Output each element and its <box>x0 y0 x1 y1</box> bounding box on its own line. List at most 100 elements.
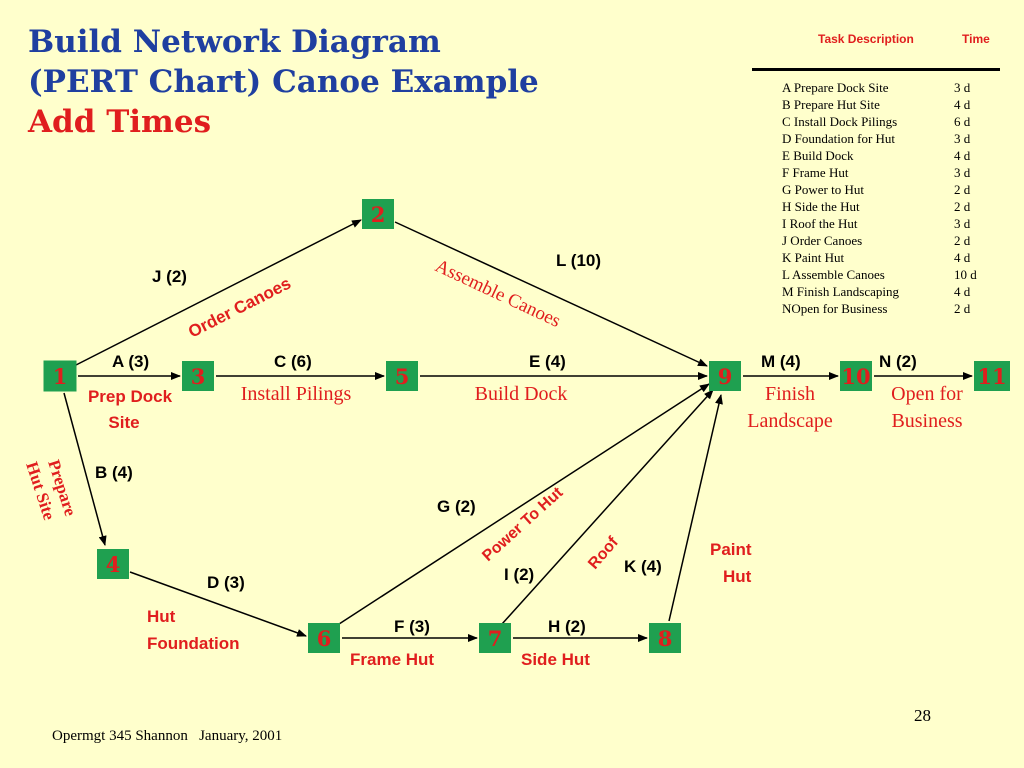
legend-row: K Paint Hut 4 d <box>782 250 992 267</box>
legend-time: 10 d <box>954 267 977 282</box>
legend-task: K Paint Hut <box>782 250 845 265</box>
activity-label-m: M (4) <box>761 352 801 371</box>
legend-time: 3 d <box>954 216 971 231</box>
desc-open-line1: Open for <box>891 383 963 405</box>
legend-row: I Roof the Hut 3 d <box>782 216 992 233</box>
desc-roof: Roof <box>585 533 622 572</box>
legend-row: A Prepare Dock Site 3 d <box>782 80 992 97</box>
node-1-label: 1 <box>53 364 68 389</box>
arrow-1-2 <box>75 219 362 366</box>
arrows <box>63 219 973 642</box>
legend-time: 3 d <box>954 165 971 180</box>
node-3: 3 <box>182 361 214 391</box>
legend-time: 4 d <box>954 97 971 112</box>
desc-assemble-canoes: Assemble Canoes <box>432 255 564 331</box>
node-4: 4 <box>97 549 129 579</box>
desc-order-canoes: Order Canoes <box>185 274 294 342</box>
activity-descriptions: Order Canoes Assemble Canoes Prep Dock S… <box>22 255 963 669</box>
arrow-8-9 <box>668 394 723 622</box>
node-9: 9 <box>709 361 741 391</box>
legend-time: 2 d <box>954 233 971 248</box>
node-5-label: 5 <box>395 364 410 389</box>
legend-task: B Prepare Hut Site <box>782 97 880 112</box>
activity-label-n: N (2) <box>879 352 917 371</box>
node-11-label: 11 <box>977 364 1006 389</box>
legend-header-task: Task Description <box>818 32 914 46</box>
node-9-label: 9 <box>718 364 733 389</box>
activity-label-i: I (2) <box>504 565 534 584</box>
title-line-2: (PERT Chart) Canoe Example <box>28 64 539 100</box>
legend-task: F Frame Hut <box>782 165 849 180</box>
activity-label-l: L (10) <box>556 251 601 270</box>
legend-time: 4 d <box>954 250 971 265</box>
legend-task: G Power to Hut <box>782 182 864 197</box>
legend-time: 2 d <box>954 301 971 316</box>
footer-text: Opermgt 345 Shannon January, 2001 <box>52 728 283 744</box>
legend-task: M Finish Landscaping <box>782 284 899 299</box>
title-line-3: Add Times <box>28 104 212 140</box>
desc-open-line2: Business <box>891 410 962 432</box>
title-line-1: Build Network Diagram <box>28 24 441 60</box>
legend-time: 4 d <box>954 148 971 163</box>
activity-label-a: A (3) <box>112 352 149 371</box>
legend-time: 4 d <box>954 284 971 299</box>
activity-label-g: G (2) <box>437 497 476 516</box>
arrow-2-9 <box>394 221 708 367</box>
legend-row: G Power to Hut 2 d <box>782 182 992 199</box>
legend-header: Task Description Time <box>752 30 1000 71</box>
nodes: 1 2 3 4 5 6 7 8 9 10 11 <box>43 199 1010 653</box>
node-1: 1 <box>43 360 77 392</box>
legend-header-time: Time <box>962 32 990 46</box>
legend-task: I Roof the Hut <box>782 216 858 231</box>
desc-side-hut: Side Hut <box>521 650 590 669</box>
node-6: 6 <box>308 623 340 653</box>
legend-task: A Prepare Dock Site <box>782 80 889 95</box>
page-number: 28 <box>914 706 931 725</box>
legend-time: 2 d <box>954 182 971 197</box>
legend-task: NOpen for Business <box>782 301 888 316</box>
activity-labels: J (2) L (10) A (3) C (6) E (4) M (4) N (… <box>95 251 917 636</box>
legend-time: 3 d <box>954 131 971 146</box>
legend-task: H Side the Hut <box>782 199 860 214</box>
activity-label-h: H (2) <box>548 617 586 636</box>
node-11: 11 <box>974 361 1010 391</box>
legend-rows: A Prepare Dock Site 3 d B Prepare Hut Sit… <box>782 80 992 318</box>
node-7-label: 7 <box>488 626 503 651</box>
arrow-1-4 <box>63 392 107 546</box>
activity-label-b: B (4) <box>95 463 133 482</box>
activity-label-f: F (3) <box>394 617 430 636</box>
node-2-label: 2 <box>371 202 386 227</box>
legend-row: NOpen for Business 2 d <box>782 301 992 318</box>
legend-time: 3 d <box>954 80 971 95</box>
legend-time: 6 d <box>954 114 971 129</box>
desc-frame-hut: Frame Hut <box>350 650 434 669</box>
legend-task: J Order Canoes <box>782 233 863 248</box>
node-3-label: 3 <box>191 364 206 389</box>
node-5: 5 <box>386 361 418 391</box>
desc-hut-foundation-line2: Foundation <box>147 634 240 653</box>
task-legend: Task Description Time A Prepare Dock Sit… <box>752 30 1000 316</box>
legend-row: M Finish Landscaping 4 d <box>782 284 992 301</box>
slide-title: Build Network Diagram (PERT Chart) Canoe… <box>28 22 628 142</box>
desc-hut-foundation-line1: Hut <box>147 607 176 626</box>
legend-row: L Assemble Canoes 10 d <box>782 267 992 284</box>
activity-label-d: D (3) <box>207 573 245 592</box>
node-2: 2 <box>362 199 394 229</box>
desc-install-pilings: Install Pilings <box>241 383 352 405</box>
node-4-label: 4 <box>106 552 121 577</box>
legend-task: E Build Dock <box>782 148 854 163</box>
arrow-4-6 <box>129 571 307 637</box>
desc-paint-line2: Hut <box>723 567 752 586</box>
legend-task: C Install Dock Pilings <box>782 114 898 129</box>
desc-prep-dock-line2: Site <box>108 413 139 432</box>
arrow-7-9 <box>501 389 714 625</box>
node-10: 10 <box>840 361 872 391</box>
node-10-label: 10 <box>841 364 870 389</box>
legend-row: B Prepare Hut Site 4 d <box>782 97 992 114</box>
node-8: 8 <box>649 623 681 653</box>
legend-task: L Assemble Canoes <box>782 267 885 282</box>
legend-row: F Frame Hut 3 d <box>782 165 992 182</box>
activity-label-j: J (2) <box>152 267 187 286</box>
